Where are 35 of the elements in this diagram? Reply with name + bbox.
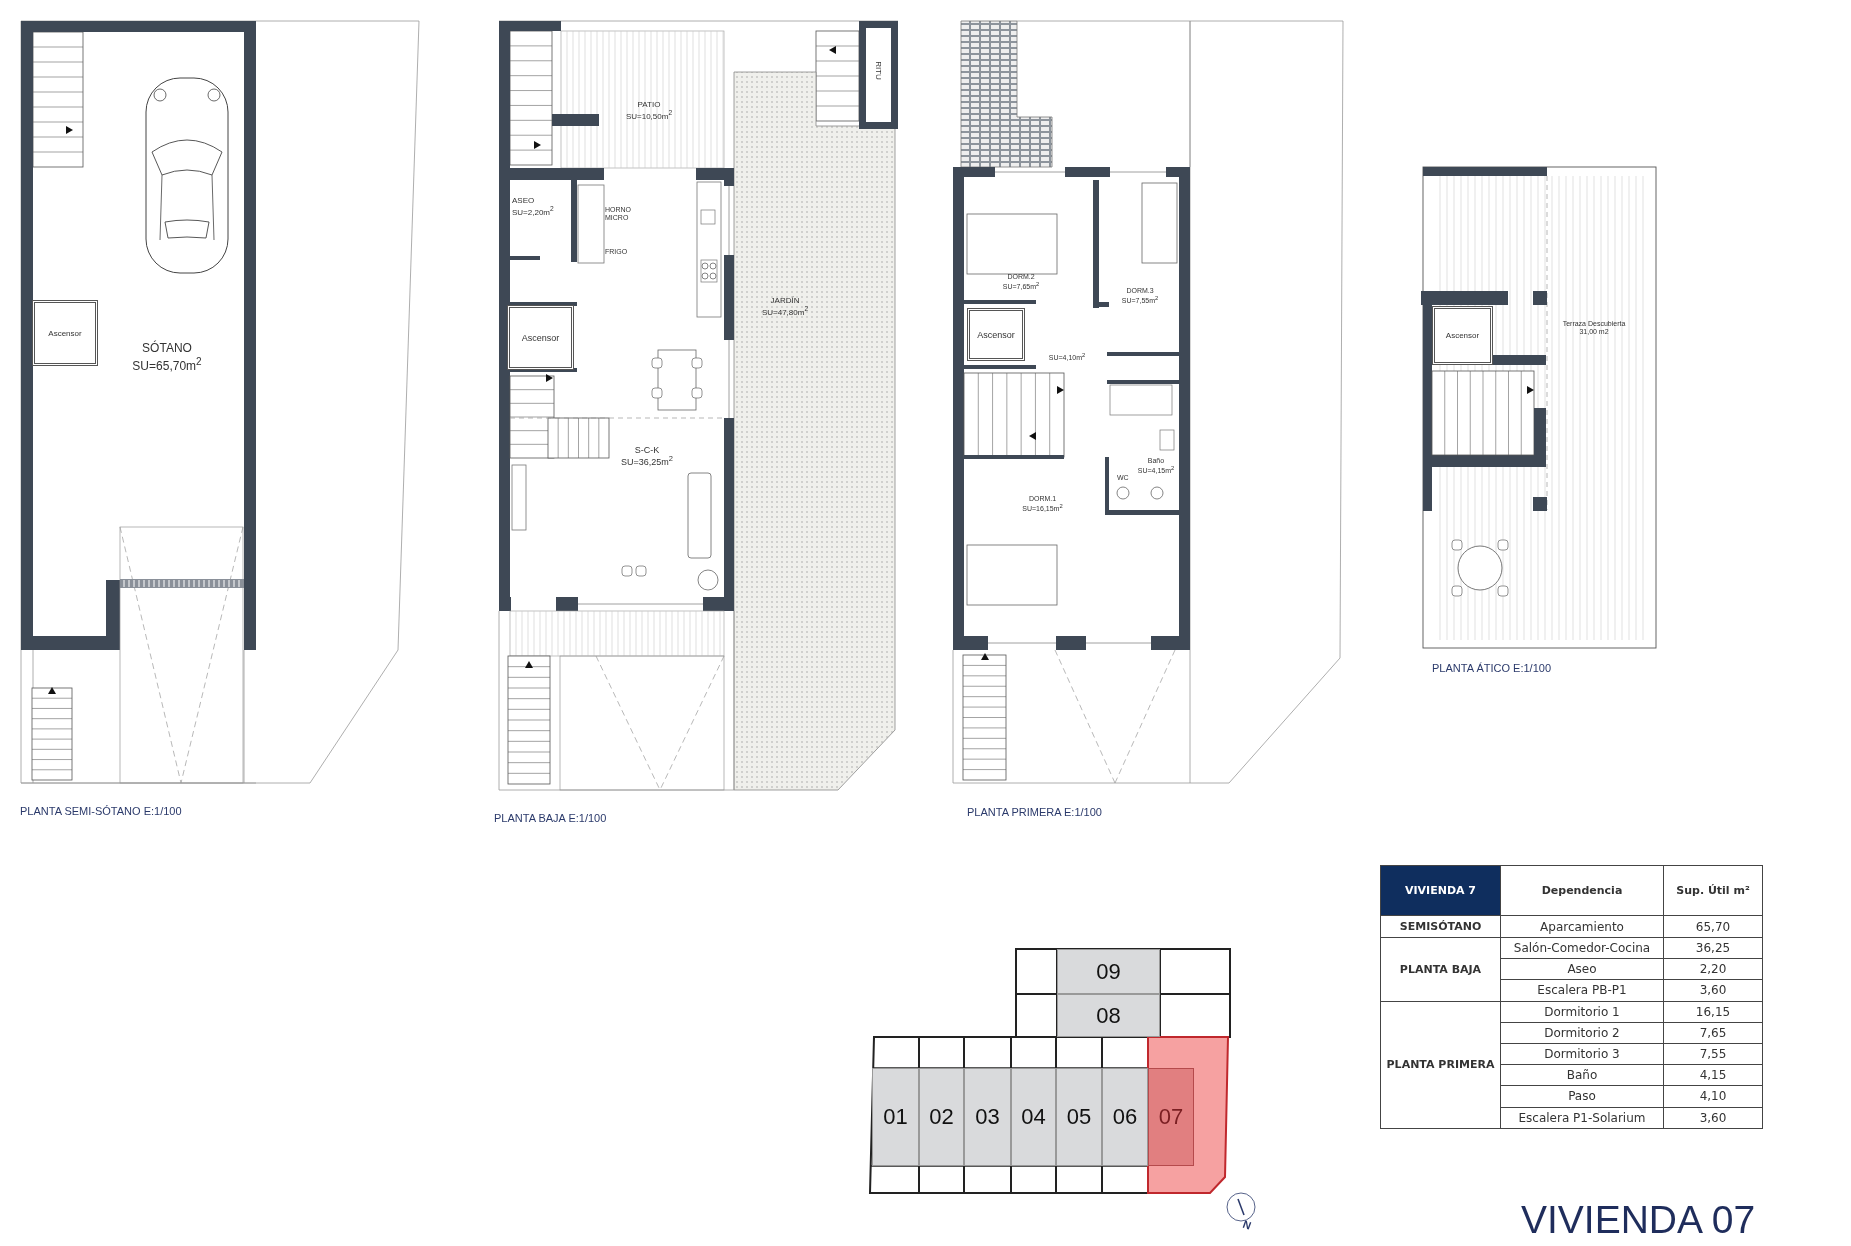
area-label: SU=10,50m$^{2}$ bbox=[624, 109, 674, 122]
housing-unit: 08 bbox=[1057, 994, 1160, 1037]
table-cell: 3,60 bbox=[1663, 1106, 1763, 1129]
plan-caption: PLANTA SEMI-SÓTANO E:1/100 bbox=[20, 805, 182, 817]
housing-unit: 01 bbox=[872, 1068, 919, 1166]
room-name: JARDÍN bbox=[769, 296, 801, 306]
elevator-box: Ascensor bbox=[32, 300, 98, 366]
compass-letter: N bbox=[1241, 1218, 1253, 1233]
plan-caption: PLANTA PRIMERA E:1/100 bbox=[967, 806, 1102, 818]
room-name: PATIO bbox=[636, 100, 662, 110]
plan-caption: PLANTA BAJA E:1/100 bbox=[494, 812, 607, 824]
room-name: S-C-K bbox=[633, 445, 661, 456]
page-title: VIVIENDA 07 bbox=[1521, 1198, 1756, 1242]
elevator-box: Ascensor bbox=[1432, 306, 1493, 365]
housing-unit: 07 bbox=[1148, 1068, 1194, 1166]
room-name: ASEO bbox=[512, 196, 536, 206]
housing-unit: 09 bbox=[1057, 949, 1160, 994]
header-cell: VIVIENDA 7 bbox=[1380, 865, 1501, 916]
utility-room bbox=[859, 21, 898, 129]
area-label: SU=65,70m$^{2}$ bbox=[131, 355, 203, 374]
housing-unit: 03 bbox=[964, 1068, 1011, 1166]
area-label: SU=36,25m$^{2}$ bbox=[620, 455, 674, 468]
housing-unit: 02 bbox=[919, 1068, 964, 1166]
room-name: RITU bbox=[873, 61, 883, 80]
room-name: SÓTANO bbox=[141, 342, 193, 356]
area-label: SU=2,20m$^{2}$ bbox=[512, 205, 555, 218]
row-header: PLANTA PRIMERA bbox=[1380, 1000, 1501, 1129]
plan-caption: PLANTA ÁTICO E:1/100 bbox=[1432, 662, 1551, 674]
housing-unit: 04 bbox=[1011, 1068, 1056, 1166]
housing-unit: 05 bbox=[1056, 1068, 1102, 1166]
area-label: SU=47,80m$^{2}$ bbox=[760, 305, 810, 318]
column-header: Sup. Útil m² bbox=[1663, 865, 1763, 916]
elevator-box: Ascensor bbox=[507, 305, 574, 370]
elevator-box: Ascensor bbox=[967, 308, 1025, 361]
housing-unit: 06 bbox=[1102, 1068, 1148, 1166]
